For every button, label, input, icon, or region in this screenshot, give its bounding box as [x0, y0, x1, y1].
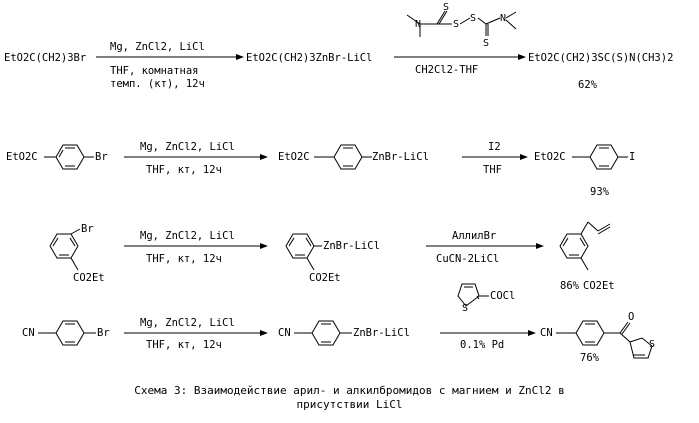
caption-line-2: присутствии LiCl — [0, 398, 699, 412]
r4-step1-above: Mg, ZnCl2, LiCl — [140, 317, 235, 329]
r2-product-group: EtO2C — [534, 151, 566, 163]
r2-yield: 93% — [590, 186, 610, 198]
caption-line-1: Схема 3: Взаимодействие арил- и алкилбро… — [0, 384, 699, 398]
svg-text:N: N — [500, 13, 506, 24]
r4-yield: 76% — [580, 352, 600, 364]
r4-reagent-cocl: COCl — [490, 290, 515, 302]
r3-arrow1-head — [260, 243, 268, 249]
r1-thiuram-disulfide: N S S S S N — [407, 2, 516, 49]
r3-step2-above: АллилBr — [452, 230, 496, 242]
svg-text:S: S — [649, 339, 655, 350]
r1-arrow2-head — [518, 54, 526, 60]
svg-text:S: S — [443, 2, 449, 13]
r2-reactant-group: EtO2C — [6, 151, 38, 163]
scheme-caption: Схема 3: Взаимодействие арил- и алкилбро… — [0, 384, 699, 412]
r4-product-ring — [576, 321, 604, 345]
svg-text:N: N — [415, 19, 421, 30]
r4-step2-below: 0.1% Pd — [460, 339, 504, 351]
r3-step1-above: Mg, ZnCl2, LiCl — [140, 230, 235, 242]
svg-text:S: S — [483, 38, 489, 49]
r4-reactant-ring — [56, 321, 84, 345]
r4-arrow1-head — [260, 330, 268, 336]
r3-intermediate-ring — [286, 234, 322, 270]
r4-reactant-sub: Br — [97, 327, 110, 339]
r4-arrow2-head — [528, 330, 536, 336]
r1-product: EtO2C(CH2)3SC(S)N(CH3)2 — [528, 52, 673, 64]
r4-intermediate-group: CN — [278, 327, 291, 339]
r3-reactant-sub1: Br — [81, 223, 94, 235]
r3-step2-below: CuCN-2LiCl — [436, 253, 499, 265]
r2-step1-below: THF, кт, 12ч — [146, 164, 222, 176]
r1-step2-below: CH2Cl2-THF — [415, 64, 478, 76]
r2-reactant-sub: Br — [95, 151, 108, 163]
r4-product-o: O — [628, 311, 634, 323]
r3-intermediate-sub2: CO2Et — [309, 272, 341, 284]
r1-yield: 62% — [578, 79, 598, 91]
r2-step2-above: I2 — [488, 141, 501, 153]
svg-text:S: S — [453, 19, 459, 30]
r1-reactant: EtO2C(CH2)3Br — [4, 52, 86, 64]
r1-intermediate: EtO2C(CH2)3ZnBr-LiCl — [246, 52, 372, 64]
r3-arrow2-head — [536, 243, 544, 249]
r4-intermediate-ring — [312, 321, 340, 345]
r3-intermediate-sub1: ZnBr-LiCl — [323, 240, 380, 252]
r4-step1-below: THF, кт, 12ч — [146, 339, 222, 351]
r1-step1-above: Mg, ZnCl2, LiCl — [110, 41, 205, 53]
r4-reactant-group: CN — [22, 327, 35, 339]
r4-product-thiophene: S — [620, 333, 655, 358]
r3-product-ring — [560, 222, 610, 270]
r2-step2-below: THF — [483, 164, 502, 176]
svg-text:S: S — [470, 13, 476, 24]
r1-step1-below-1: THF, комнатная — [110, 65, 199, 77]
r2-intermediate-sub: ZnBr-LiCl — [372, 151, 429, 163]
r2-intermediate-group: EtO2C — [278, 151, 310, 163]
r4-thiophene-reagent: S — [458, 284, 489, 314]
r3-reactant-ring — [50, 229, 80, 270]
r2-step1-above: Mg, ZnCl2, LiCl — [140, 141, 235, 153]
r1-arrow1-head — [236, 54, 244, 60]
svg-text:S: S — [462, 303, 468, 314]
r1-step1-below-2: темп. (кт), 12ч — [110, 78, 205, 90]
r4-product-group: CN — [540, 327, 553, 339]
r3-product-sub2: CO2Et — [583, 280, 615, 292]
r3-reactant-sub2: CO2Et — [73, 272, 105, 284]
r2-intermediate-ring — [334, 145, 362, 169]
r2-product-sub: I — [629, 151, 635, 163]
r2-product-ring — [590, 145, 618, 169]
r3-step1-below: THF, кт, 12ч — [146, 253, 222, 265]
r2-arrow1-head — [260, 154, 268, 160]
r3-yield: 86% — [560, 280, 580, 292]
r2-arrow2-head — [520, 154, 528, 160]
r2-reactant-ring — [56, 145, 84, 169]
r4-intermediate-sub: ZnBr-LiCl — [353, 327, 410, 339]
